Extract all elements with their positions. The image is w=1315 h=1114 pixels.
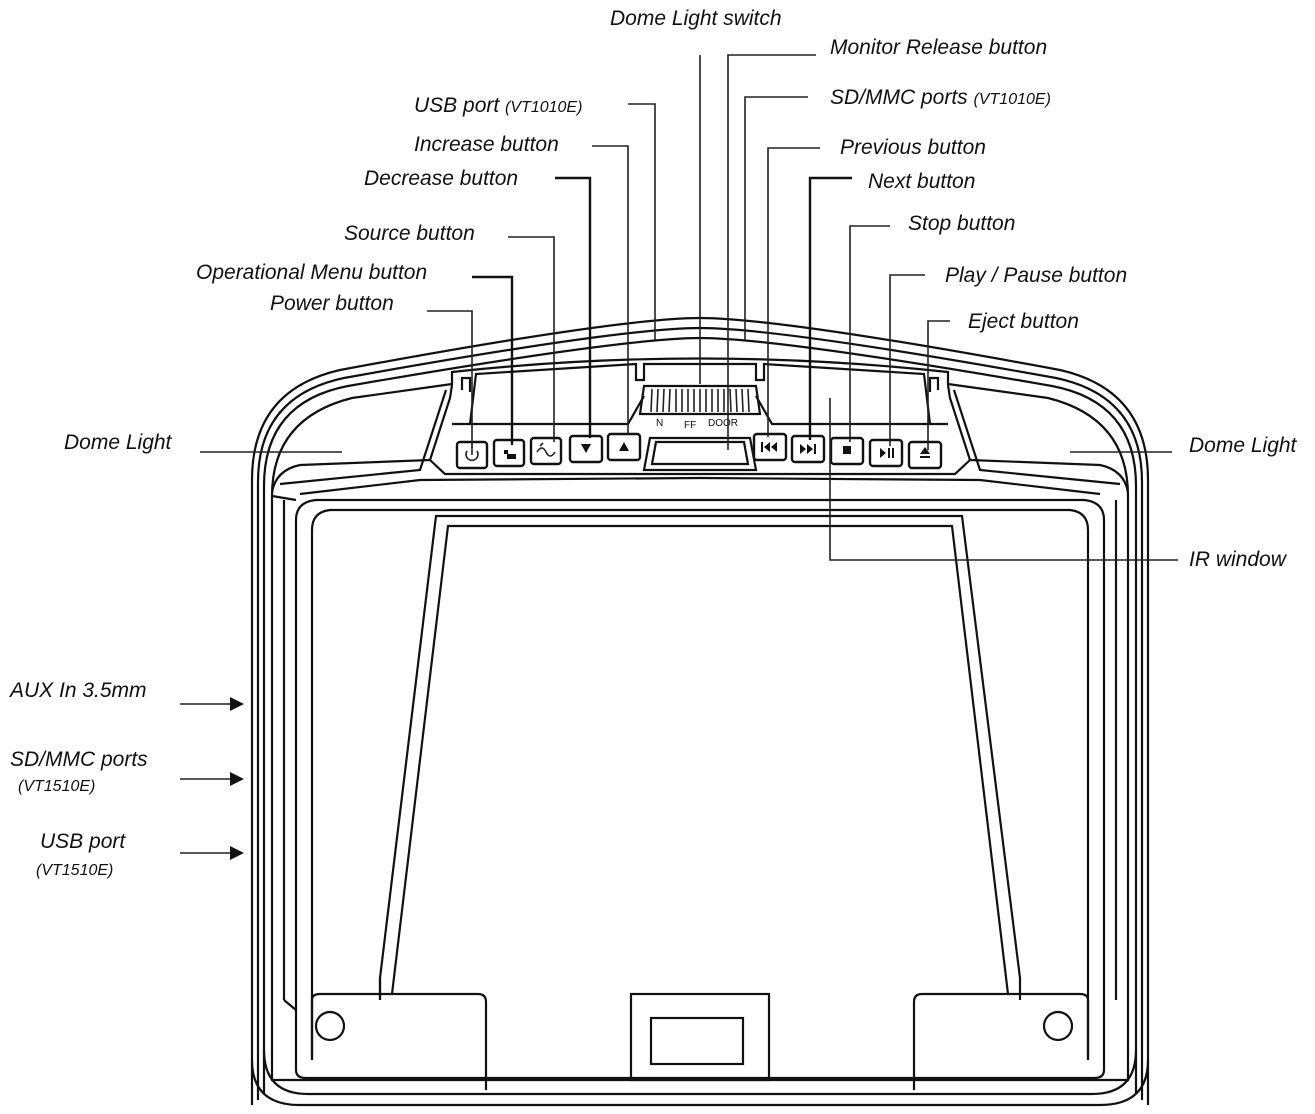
label-usb-port-top: USB port (VT1010E) (414, 94, 582, 117)
label-eject: Eject button (968, 310, 1079, 333)
screw-left (314, 1010, 346, 1042)
screen-area (378, 514, 1022, 1000)
switch-knurl (650, 388, 750, 413)
label-stop: Stop button (908, 212, 1015, 235)
label-operational-menu: Operational Menu button (196, 261, 427, 284)
label-source: Source button (344, 222, 475, 245)
callout-labels: Dome Light switch Monitor Release button… (8, 7, 1298, 879)
dome-light-switch[interactable]: N FF DOOR (638, 384, 762, 431)
screw-right (1042, 1010, 1074, 1042)
switch-position-ff: FF (684, 420, 696, 431)
label-monitor-release: Monitor Release button (830, 36, 1047, 59)
decrease-button[interactable] (568, 434, 604, 464)
arrow-sd-mmc-side (180, 772, 244, 786)
monitor-release-button[interactable] (642, 436, 758, 472)
eject-button[interactable] (907, 440, 943, 470)
label-sd-mmc-side-model: (VT1510E) (18, 778, 95, 795)
arrow-aux-in (180, 697, 244, 711)
label-dome-light-right: Dome Light (1189, 434, 1298, 457)
leader-lines (200, 54, 1178, 561)
label-previous: Previous button (840, 136, 986, 159)
label-next: Next button (868, 170, 975, 193)
skip-next-icon (800, 444, 816, 454)
label-sd-mmc-side: SD/MMC ports (10, 748, 148, 771)
source-button[interactable] (529, 436, 563, 466)
triangle-up-icon (619, 442, 629, 451)
bottom-left-corner-block (310, 992, 488, 1090)
switch-position-door: DOOR (708, 418, 738, 429)
monitor-housing (250, 316, 1150, 1107)
label-dome-light-left: Dome Light (64, 431, 173, 454)
label-dome-light-switch: Dome Light switch (610, 7, 782, 30)
label-usb-port-side-model: (VT1510E) (36, 862, 113, 879)
previous-button[interactable] (752, 432, 788, 462)
source-icon (536, 442, 556, 457)
menu-icon (504, 450, 516, 459)
bottom-right-corner-block (912, 992, 1090, 1090)
label-decrease: Decrease button (364, 167, 518, 190)
side-port-arrows (180, 697, 244, 860)
label-usb-port-side: USB port (40, 830, 126, 853)
play-pause-icon (880, 448, 894, 458)
label-power: Power button (270, 292, 394, 315)
skip-previous-icon (761, 442, 777, 452)
operational-menu-button[interactable] (492, 438, 526, 468)
label-ir-window: IR window (1189, 548, 1288, 571)
stop-button[interactable] (829, 436, 865, 466)
switch-position-n: N (656, 418, 663, 429)
bottom-center-latch (629, 992, 771, 1082)
label-sd-mmc-top: SD/MMC ports (VT1010E) (830, 86, 1051, 109)
increase-button[interactable] (606, 432, 642, 462)
label-aux-in: AUX In 3.5mm (8, 679, 147, 702)
arrow-usb-side (180, 846, 244, 860)
eject-icon (920, 447, 930, 458)
label-play-pause: Play / Pause button (945, 264, 1127, 287)
stop-icon (843, 446, 851, 454)
triangle-down-icon (581, 444, 591, 453)
play-pause-button[interactable] (868, 438, 904, 468)
label-increase: Increase button (414, 133, 559, 156)
next-button[interactable] (790, 434, 826, 464)
